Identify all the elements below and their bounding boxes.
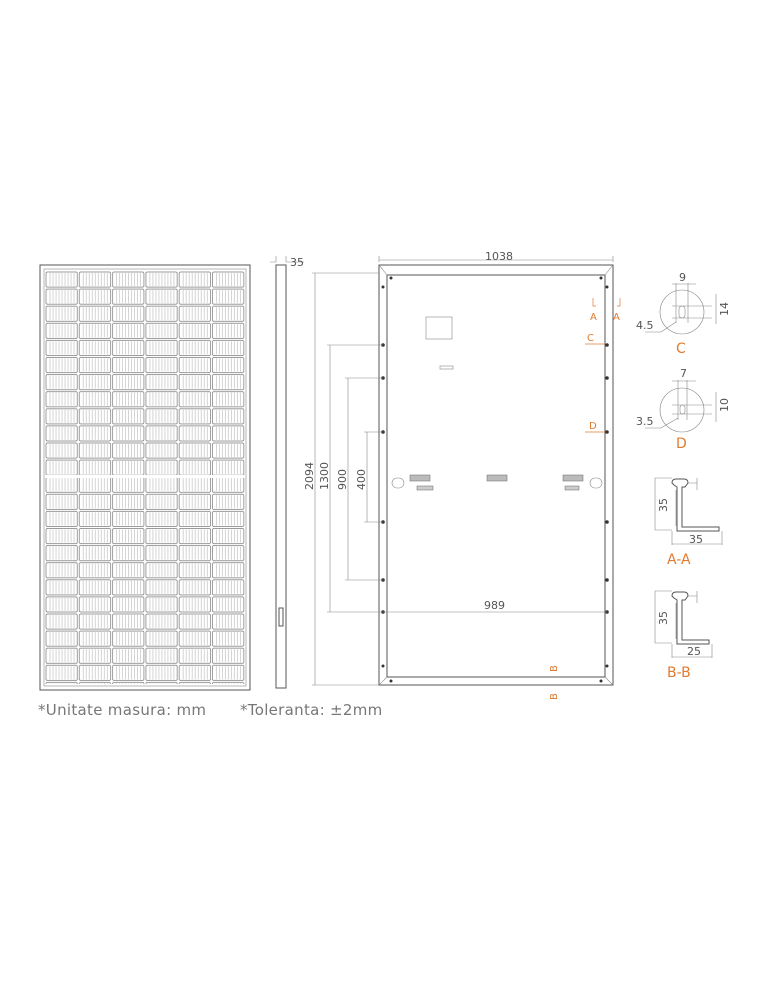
unit-note: *Unitate masura: mm — [38, 701, 207, 719]
detail-d-radius: 3.5 — [636, 415, 654, 428]
section-marker-a-left: A — [590, 312, 597, 323]
section-b-b-label: B-B — [667, 665, 691, 681]
detail-d-height: 10 — [718, 398, 731, 412]
section-a-a-height: 35 — [657, 498, 670, 512]
section-b-b-width: 25 — [687, 645, 701, 658]
detail-d: 7 10 3.5 D — [636, 367, 731, 452]
detail-d-label: D — [676, 436, 687, 452]
hole-span-900: 900 — [336, 469, 349, 490]
section-a-a-label: A-A — [667, 552, 691, 568]
junction-box-right — [562, 474, 603, 491]
front-view — [39, 264, 251, 691]
junction-box-left — [391, 474, 434, 491]
length-dimension: 2094 — [303, 462, 316, 490]
back-view: 1038 2094 — [303, 250, 621, 700]
detail-c-width: 9 — [679, 271, 686, 284]
tolerance-note: *Toleranta: ±2mm — [240, 701, 383, 719]
section-marker-a-right: A — [613, 312, 620, 323]
detail-c: 9 14 4.5 C — [636, 271, 731, 357]
detail-c-label: C — [676, 341, 686, 357]
detail-c-radius: 4.5 — [636, 319, 654, 332]
junction-box-center — [486, 474, 508, 482]
section-marker-c: C — [587, 333, 594, 344]
hole-span-400: 400 — [355, 469, 368, 490]
section-marker-b-top: B — [549, 665, 560, 672]
detail-c-height: 14 — [718, 302, 731, 316]
section-b-b-height: 35 — [657, 611, 670, 625]
section-a-a: 35 35 A-A — [654, 477, 723, 568]
detail-d-width: 7 — [680, 367, 687, 380]
section-marker-d: D — [589, 421, 597, 432]
section-marker-b-bottom: B — [549, 693, 560, 700]
width-dimension: 1038 — [485, 250, 513, 263]
section-b-b: 35 25 B-B — [654, 590, 713, 681]
thickness-dimension: 35 — [290, 256, 304, 269]
hole-width-dimension: 989 — [484, 599, 505, 612]
hole-span-1300: 1300 — [318, 462, 331, 490]
section-a-a-width: 35 — [689, 533, 703, 546]
side-view: 35 — [270, 256, 304, 689]
